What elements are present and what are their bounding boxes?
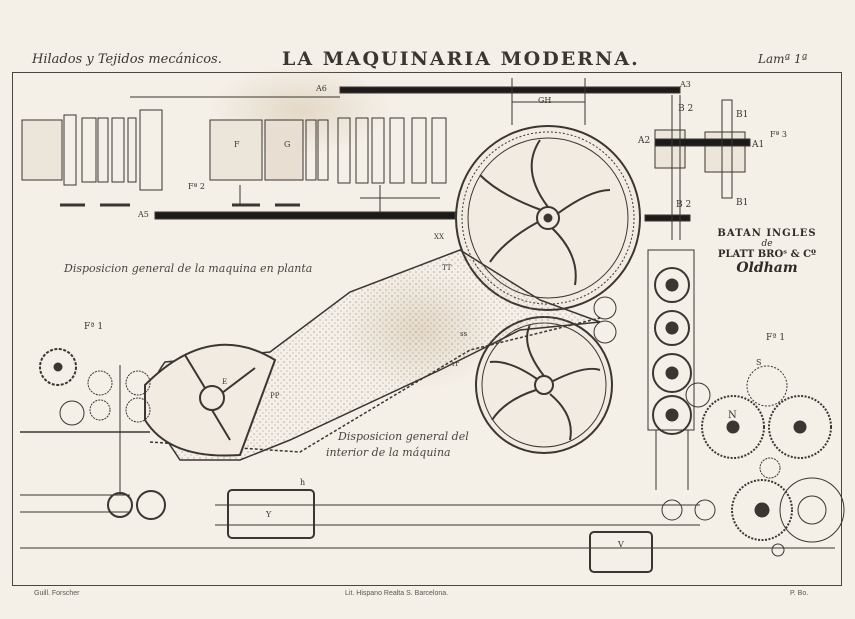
label-xx: XX [434, 233, 444, 241]
plan-rollers-right [337, 117, 447, 212]
label-pp: PP [270, 392, 280, 400]
label-b1-top: B1 [736, 110, 749, 120]
hood-gh [511, 78, 586, 125]
label-fig1-right: Fª 1 [766, 333, 786, 343]
maker-cartouche: BATAN INGLES de PLATT BROˢ & Cº Oldham [712, 228, 822, 276]
label-fig2: Fª 2 [188, 182, 205, 191]
plan-rollers-fg [209, 119, 329, 207]
right-gear-train [701, 365, 845, 557]
cartouche-maker: PLATT BROˢ & Cº [717, 249, 817, 260]
cartouche-title: BATAN INGLES [717, 228, 817, 239]
footer-printer: Lit. Hispano Realta S. Barcelona. [345, 590, 449, 597]
cartouche-town: Oldham [736, 260, 798, 276]
label-tt: TT [442, 264, 452, 272]
label-g: G [284, 140, 291, 149]
caption-interior-1: Disposicion general del [338, 430, 469, 443]
cylinder-drum [455, 125, 641, 311]
label-fig1-left: Fª 1 [84, 322, 104, 332]
label-fig3: Fª 3 [770, 130, 787, 139]
label-rr: rr [452, 360, 459, 368]
beater-e [144, 343, 277, 457]
label-a6: A6 [316, 84, 327, 93]
label-a3: A3 [680, 80, 691, 89]
page-title: LA MAQUINARIA MODERNA. [282, 48, 640, 70]
caption-interior-2: interior de la máquina [326, 446, 451, 459]
pulleys-a1-a2 [654, 95, 751, 240]
label-h: h [300, 478, 306, 487]
footer-engraver: Guill. Forscher [34, 590, 80, 597]
label-v: V [618, 540, 624, 549]
footer-right: P. Bo. [790, 590, 809, 597]
feed-rollers-column [593, 249, 711, 490]
label-a2: A2 [638, 136, 651, 146]
caption-plan: Disposicion general de la maquina en pla… [64, 262, 313, 275]
bottom-linkage [20, 365, 835, 573]
header-subject: Hilados y Tejidos mecánicos. [32, 52, 222, 67]
left-gear-train [20, 348, 151, 433]
plate-number: Lamª 1ª [758, 52, 808, 66]
shaft-b2 [644, 214, 691, 222]
label-s: S [756, 358, 762, 367]
label-a5: A5 [138, 210, 149, 219]
plate-frame [12, 72, 842, 586]
label-y: Y [266, 510, 272, 519]
plan-rollers-left [21, 109, 163, 207]
label-gh: GH [538, 96, 552, 105]
label-n: N [728, 410, 737, 421]
label-b2-bot: B 2 [676, 200, 692, 210]
drive-shaft-a6 [339, 86, 681, 94]
label-f: F [234, 140, 240, 149]
label-e: E [222, 378, 228, 386]
cartouche-de: de [761, 239, 773, 249]
label-a1: A1 [752, 140, 765, 150]
shaft-a5 [154, 211, 456, 220]
label-b2-top: B 2 [678, 104, 694, 114]
label-b1-bot: B1 [736, 198, 749, 208]
label-ss: ss [460, 330, 468, 338]
lower-fan-wheel [475, 316, 613, 454]
